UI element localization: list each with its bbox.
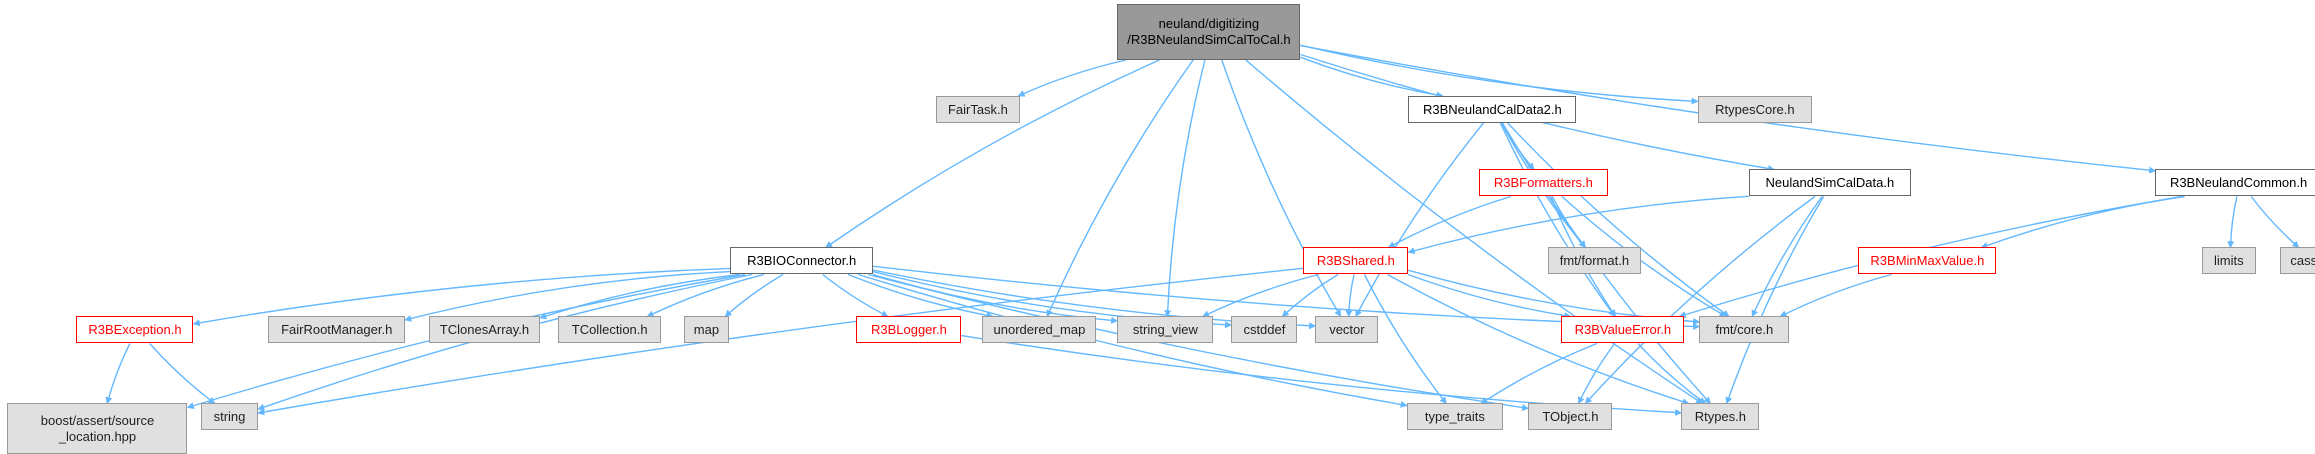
node-r3b-io-connector-h[interactable]: R3BIOConnector.h [730,247,873,275]
node-fairroot-manager-h[interactable]: FairRootManager.h [268,316,405,344]
edge-ioConnector-to-tClonesArray [539,273,740,320]
edge-valueError-to-typeTraits [1480,342,1598,405]
edge-shared-to-valueError [1407,273,1572,319]
edge-ioConnector-to-typeTraits [857,273,1408,408]
edge-ioConnector-to-exception [192,267,731,327]
edge-common-to-cassert [2250,196,2300,249]
edge-shared-to-stringView [1202,273,1319,318]
node-r3b-formatters-h[interactable]: R3BFormatters.h [1478,169,1608,197]
edge-valueError-to-rtypes [1637,343,1706,405]
edge-minMax-to-fmtCore [1779,273,1892,318]
node-tobject-h[interactable]: TObject.h [1528,403,1613,431]
node-fmt-core-h[interactable]: fmt/core.h [1699,316,1790,344]
edge-calData2-to-vector [1355,122,1485,318]
node-limits[interactable]: limits [2201,247,2256,275]
node-tclonesarray-h[interactable]: TClonesArray.h [428,316,540,344]
edge-simCalData-to-fmtCore [1751,196,1823,318]
node-neuland-simcal-data-h[interactable]: NeulandSimCalData.h [1748,169,1911,197]
node-r3b-minmax-value-h[interactable]: R3BMinMaxValue.h [1858,247,1997,275]
edge-simCalData-to-tObject [1584,195,1816,405]
include-dependency-graph [105,44,2300,416]
edge-root-to-rtypes [1245,59,1703,405]
edge-formatters-to-shared [1387,195,1512,249]
edge-formatters-to-fmtFormat [1551,196,1587,249]
edge-exception-to-boostAssert [105,343,131,405]
node-r3b-exception-h[interactable]: R3BException.h [76,316,194,344]
edge-simCalData-to-rtypes [1725,196,1825,405]
node-rtypes-h[interactable]: Rtypes.h [1681,403,1760,431]
node-r3b-neuland-simcal-to-cal-h[interactable]: neuland/digitizing /R3BNeulandSimCalToCa… [1117,4,1301,60]
edge-root-to-rtypesCore [1300,44,1699,105]
node-rtypescore-h[interactable]: RtypesCore.h [1697,95,1812,123]
edge-shared-to-vector [1345,274,1355,318]
node-r3b-neuland-caldata2-h[interactable]: R3BNeulandCalData2.h [1408,95,1577,123]
edge-common-to-limits [2227,196,2238,249]
node-fmt-format-h[interactable]: fmt/format.h [1547,247,1641,275]
edge-formatters-to-fmtCore [1561,195,1727,318]
edge-calData2-to-fmtCore [1507,122,1730,318]
node-string-view[interactable]: string_view [1117,316,1214,344]
node-string[interactable]: string [200,403,258,431]
edge-shared-to-cstddef [1281,273,1339,318]
edge-ioConnector-to-fairRootManager [404,270,731,322]
node-r3b-shared-h[interactable]: R3BShared.h [1303,247,1409,275]
edge-calData2-to-valueError [1499,122,1616,318]
node-fairtask-h[interactable]: FairTask.h [935,95,1020,123]
dependency-edges [105,44,2300,416]
edge-root-to-fairtask [1017,59,1127,97]
edge-ioConnector-to-tCollection [646,273,765,318]
edge-ioConnector-to-unorderedMap [847,273,994,319]
node-tcollection-h[interactable]: TCollection.h [557,316,662,344]
edge-ioConnector-to-map [724,273,784,318]
edge-valueError-to-tObject [1577,343,1616,405]
edge-ioConnector-to-logger [822,273,889,318]
node-r3b-neuland-common-h[interactable]: R3BNeulandCommon.h [2155,169,2315,197]
edge-root-to-unorderedMap [1046,59,1194,318]
edge-simCalData-to-shared [1407,195,1749,255]
node-r3b-value-error-h[interactable]: R3BValueError.h [1561,316,1685,344]
node-unordered-map[interactable]: unordered_map [982,316,1097,344]
edge-exception-to-string [149,343,216,405]
node-boost-assert-source-location-hpp[interactable]: boost/assert/source _location.hpp [7,403,188,454]
node-r3b-logger-h[interactable]: R3BLogger.h [856,316,962,344]
edge-root-to-ioConnector [825,59,1160,249]
node-cassert[interactable]: cassert [2279,247,2315,275]
edge-shared-to-string [257,267,1304,416]
node-map[interactable]: map [683,316,729,344]
node-vector[interactable]: vector [1315,316,1379,344]
edge-shared-to-typeTraits [1363,274,1447,405]
node-cstddef[interactable]: cstddef [1231,316,1298,344]
edge-shared-to-rtypes [1387,273,1690,405]
node-type-traits[interactable]: type_traits [1406,403,1503,431]
